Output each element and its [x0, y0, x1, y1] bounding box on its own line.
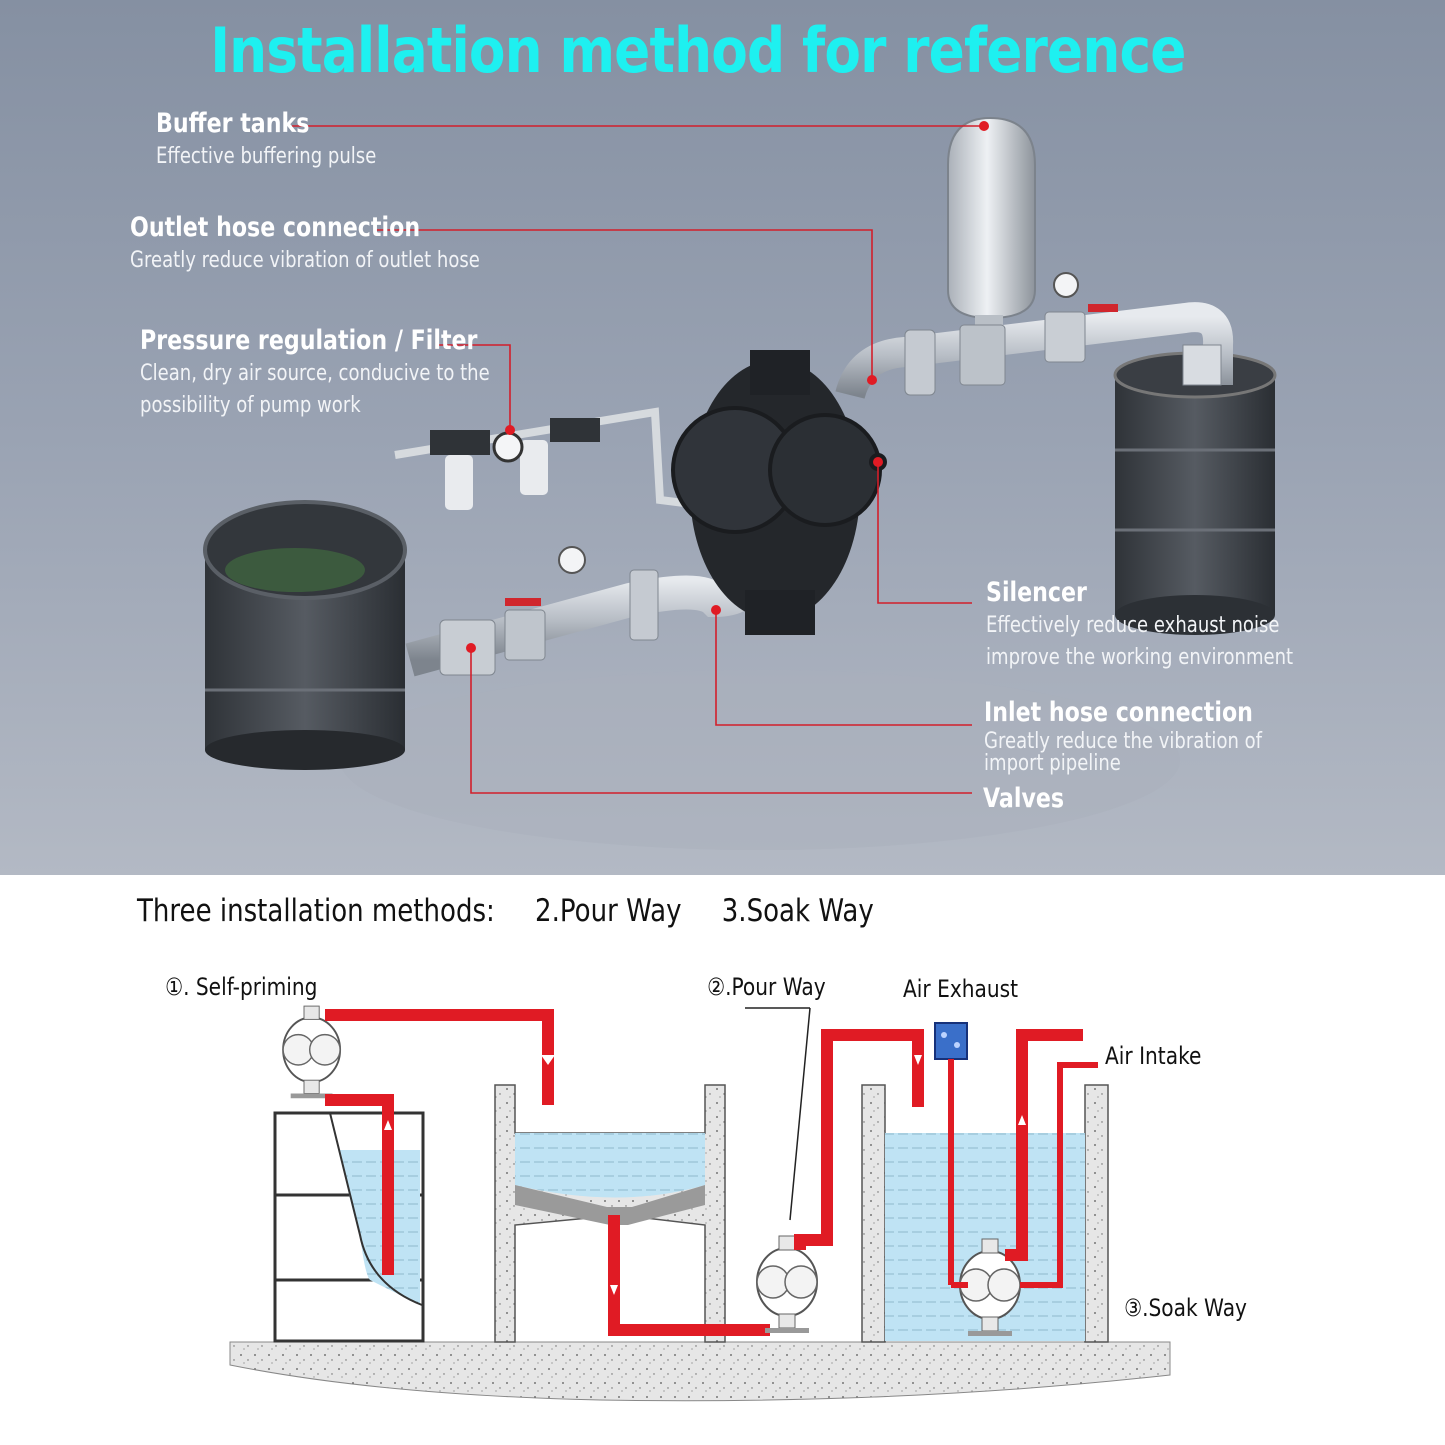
callout-pressure-filter: Pressure regulation / Filter Clean, dry …: [140, 324, 490, 422]
callout-desc: Effective buffering pulse: [156, 144, 377, 169]
callout-heading: Silencer: [986, 577, 1087, 608]
callout-desc: improve the working environment: [986, 645, 1294, 670]
callout-desc: Effectively reduce exhaust noise: [986, 613, 1280, 638]
buffer-tank: [947, 116, 1036, 345]
callout-desc: possibility of pump work: [140, 393, 361, 418]
right-drum: [1113, 351, 1277, 635]
callout-heading: Inlet hose connection: [984, 697, 1253, 728]
pump-installation-illustration: [0, 0, 1445, 875]
callout-heading: Pressure regulation / Filter: [140, 325, 478, 356]
callout-desc: Clean, dry air source, conducive to the: [140, 361, 490, 386]
diaphragm-pump: [671, 350, 887, 635]
callout-leaders: [292, 125, 984, 794]
methods-pour: 2.Pour Way: [535, 893, 682, 929]
callout-desc: Greatly reduce the vibration of: [984, 729, 1263, 754]
soak-way-tank: [861, 1022, 1109, 1343]
callout-heading: Valves: [983, 783, 1065, 814]
callout-desc: import pipeline: [984, 751, 1121, 776]
label-self-priming: ①. Self-priming: [165, 973, 318, 1001]
callout-valves: Valves: [983, 782, 1064, 816]
page-title: Installation method for reference: [210, 14, 1186, 87]
callout-heading: Buffer tanks: [156, 108, 310, 139]
installation-photo-panel: Installation method for reference Buffer…: [0, 0, 1445, 875]
self-priming-tank: [273, 1005, 555, 1343]
callout-outlet-hose: Outlet hose connection Greatly reduce vi…: [130, 211, 480, 277]
methods-label: Three installation methods:: [137, 893, 495, 929]
callout-desc: Greatly reduce vibration of outlet hose: [130, 248, 480, 273]
label-air-intake: Air Intake: [1105, 1042, 1202, 1070]
label-pour-way: ②.Pour Way: [707, 973, 826, 1001]
callout-buffer-tanks: Buffer tanks Effective buffering pulse: [156, 107, 376, 173]
ground-slab: [229, 1341, 1171, 1402]
left-drum: [203, 500, 407, 770]
callout-silencer: Silencer Effectively reduce exhaust nois…: [986, 576, 1293, 674]
label-soak-way: ③.Soak Way: [1124, 1294, 1247, 1322]
installation-methods-diagram: [229, 1005, 1171, 1402]
outlet-pipeline: [835, 272, 1234, 400]
methods-soak: 3.Soak Way: [721, 893, 874, 929]
callout-inlet-hose: Inlet hose connection Greatly reduce the…: [984, 696, 1263, 776]
callout-dots: [466, 121, 989, 653]
callout-heading: Outlet hose connection: [130, 212, 421, 243]
installation-methods-panel: Three installation methods: 2.Pour Way 3…: [0, 875, 1445, 1445]
methods-heading: Three installation methods: 2.Pour Way 3…: [137, 893, 906, 929]
label-air-exhaust: Air Exhaust: [903, 975, 1019, 1003]
pour-way-basin: [494, 1007, 924, 1343]
